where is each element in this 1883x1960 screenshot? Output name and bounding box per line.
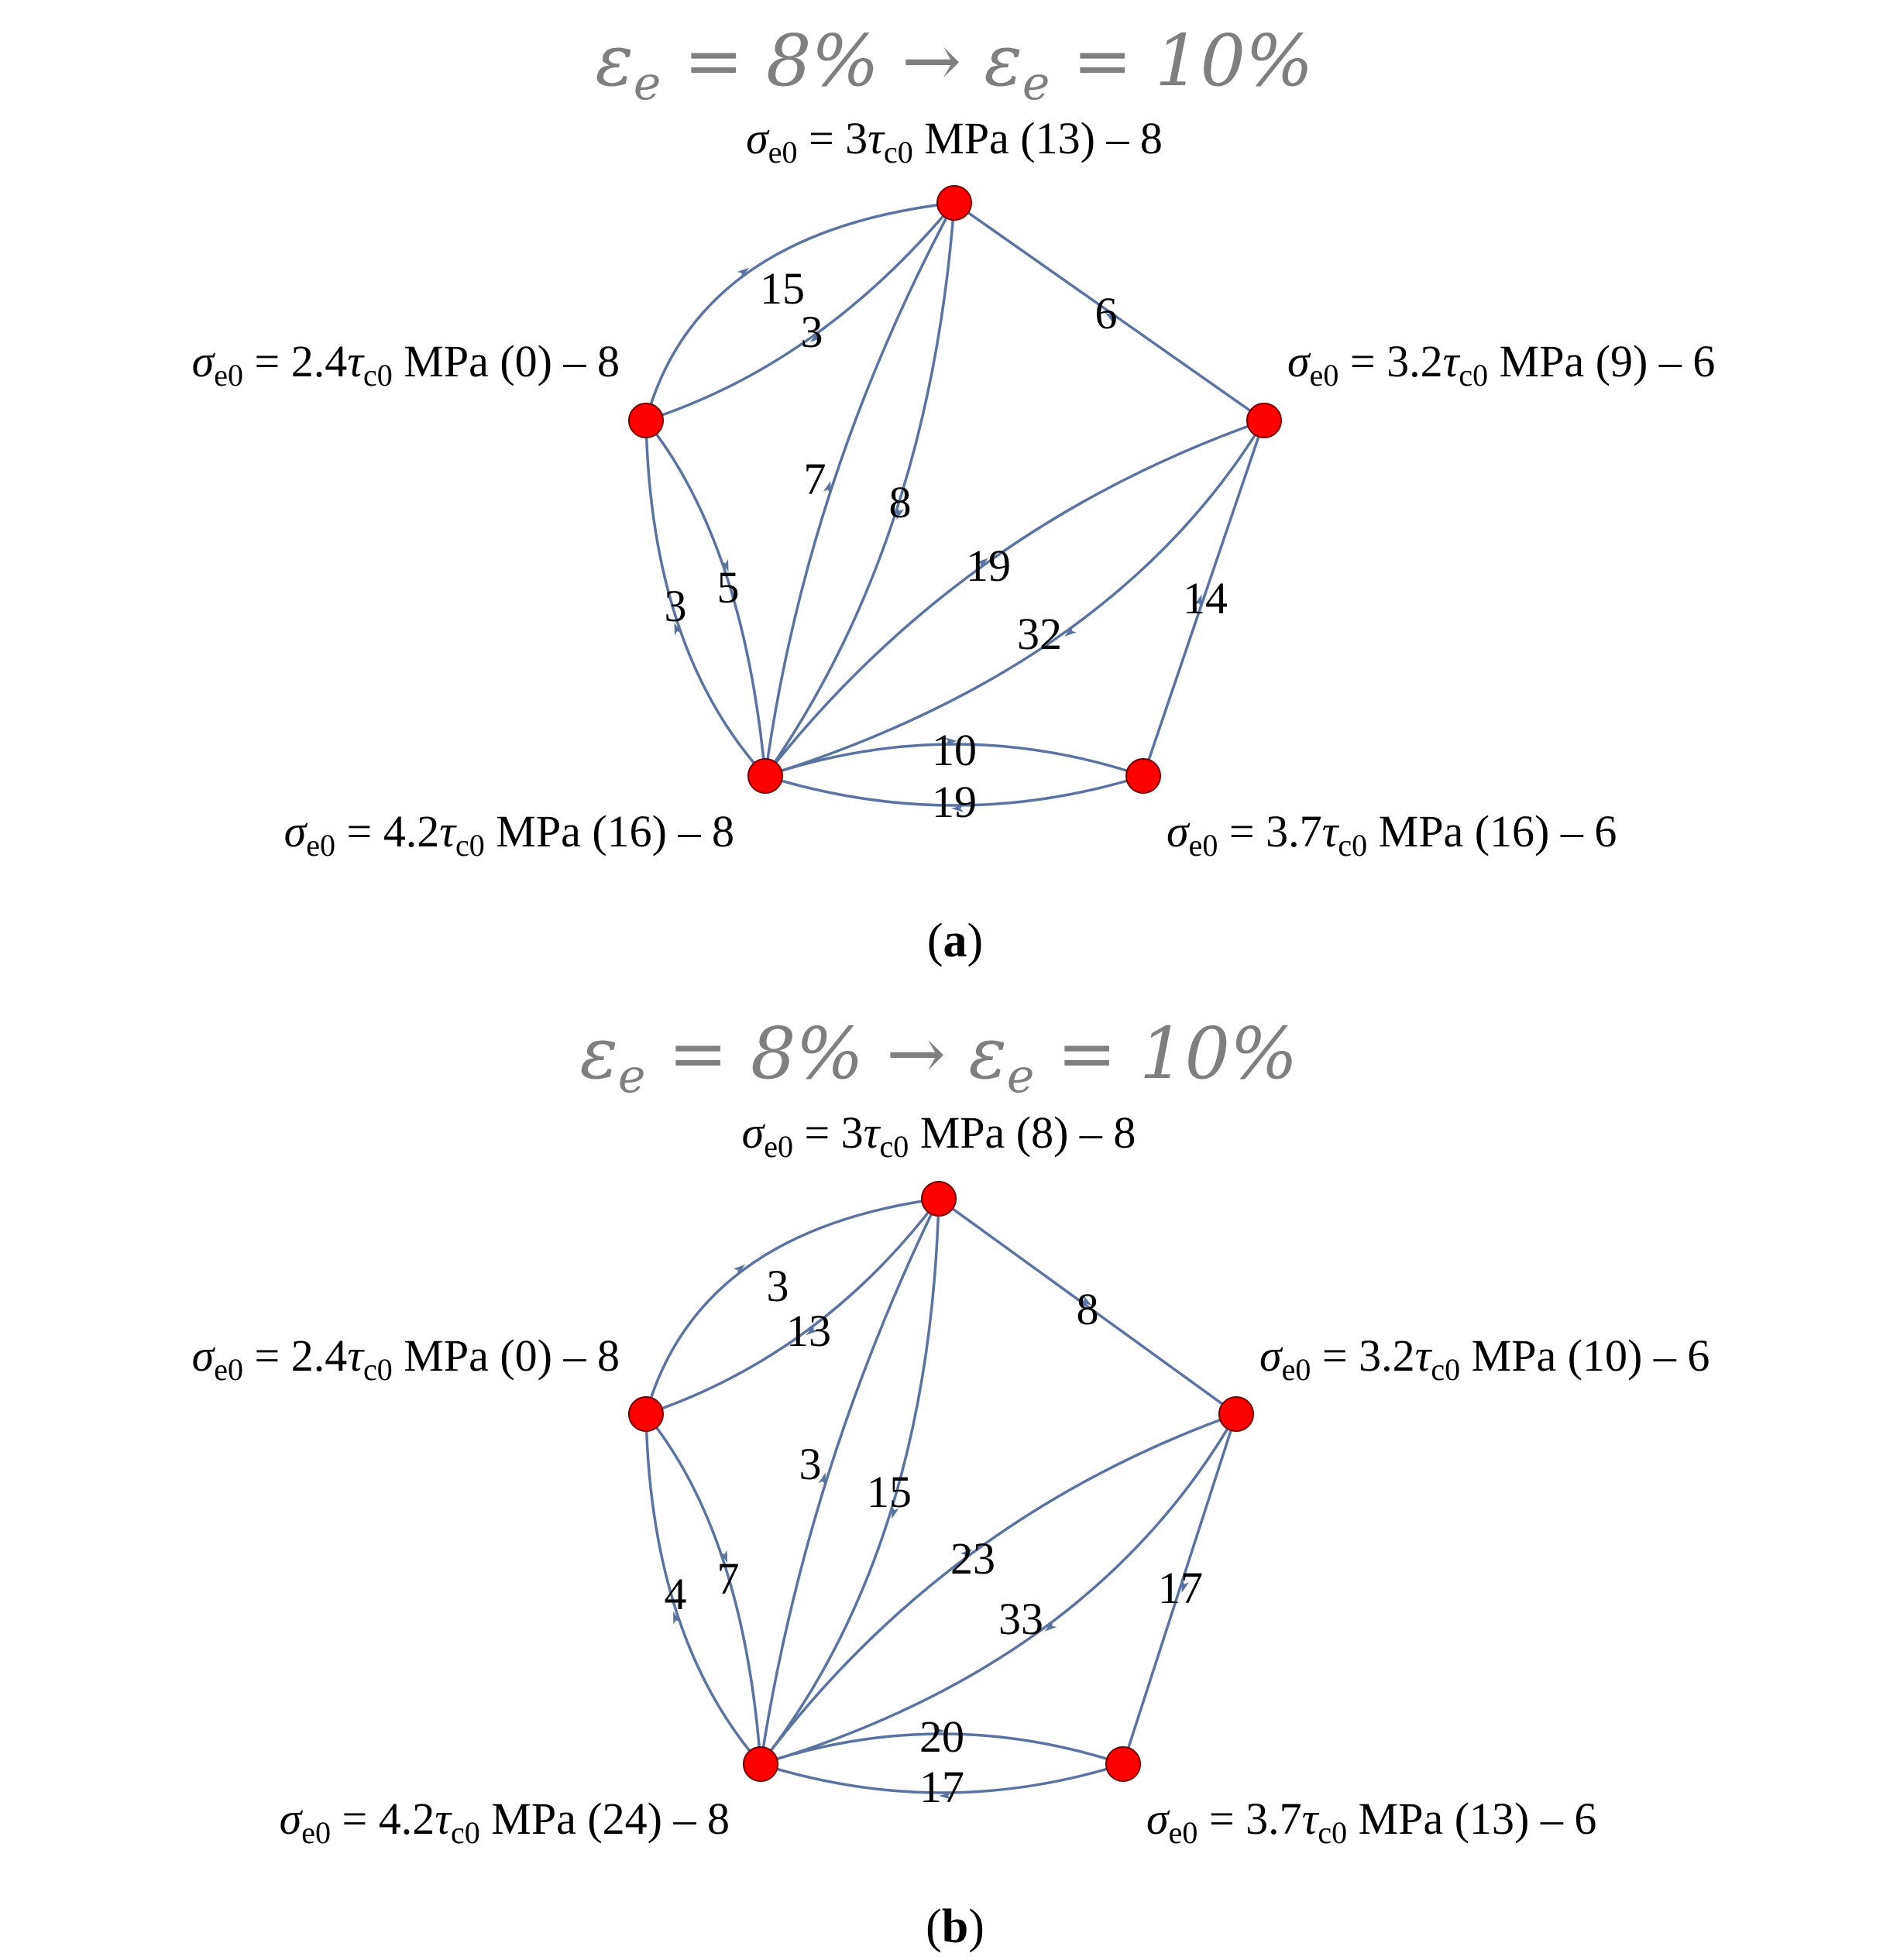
edge-bl-to-top: [764, 202, 956, 777]
edge-label-br-to-right: 14: [1183, 573, 1228, 623]
edge-bl-to-left: [644, 1413, 762, 1766]
edge-label-bl-to-left: 4: [665, 1569, 687, 1619]
edge-bl-to-right: [759, 1413, 1237, 1766]
edge-label-right-to-bl: 33: [998, 1594, 1043, 1644]
node-label-right: σe0 = 3.2τc0 MPa (10) – 6: [1259, 1330, 1709, 1387]
node-br: [1105, 1746, 1141, 1782]
edge-label-left-to-top: 3: [767, 1261, 789, 1311]
node-top: [921, 1181, 957, 1217]
edge-label-bl-to-right: 23: [950, 1533, 995, 1584]
edge-label-bl-to-left: 3: [665, 581, 687, 631]
edge-br-to-bl: [760, 1763, 1124, 1800]
edge-label-bl-to-right: 19: [966, 541, 1011, 591]
node-label-left: σe0 = 2.4τc0 MPa (0) – 8: [192, 1330, 620, 1387]
edge-label-top-to-bl: 8: [889, 477, 912, 527]
node-left: [628, 1396, 664, 1432]
edge-left-to-bl: [644, 1413, 762, 1765]
panel-a-caption: (a): [927, 915, 983, 967]
edge-label-bl-to-top: 3: [799, 1439, 822, 1489]
panel-a-title: εe = 8% → εe = 10%: [596, 19, 1314, 111]
node-label-br: σe0 = 3.7τc0 MPa (16) – 6: [1167, 806, 1617, 863]
edge-bl-to-br: [760, 1727, 1124, 1766]
edge-left-to-bl: [644, 419, 767, 777]
edge-label-left-to-bl: 7: [717, 1553, 740, 1604]
node-bl: [743, 1746, 778, 1782]
edge-label-top-to-left: 13: [786, 1306, 831, 1356]
edge-label-br-to-bl: 17: [919, 1762, 964, 1812]
panel-a-nodes: [628, 185, 1282, 794]
edge-bl-to-right: [764, 419, 1265, 777]
edge-left-to-top: [644, 1197, 940, 1415]
panel-b-caption: (b): [926, 1900, 984, 1953]
node-label-bl: σe0 = 4.2τc0 MPa (24) – 8: [280, 1794, 730, 1850]
node-right: [1218, 1396, 1254, 1432]
node-top: [936, 185, 972, 221]
edge-top-to-left: [645, 1197, 940, 1416]
node-label-bl: σe0 = 4.2τc0 MPa (16) – 8: [284, 806, 734, 863]
edge-bl-to-br: [765, 737, 1144, 777]
edge-label-bl-to-br: 10: [932, 725, 977, 775]
panel-b-edges: [644, 1197, 1238, 1800]
edge-label-right-to-top: 6: [1095, 288, 1118, 338]
edge-top-to-right: [937, 1197, 1238, 1416]
edge-label-top-to-bl: 15: [867, 1467, 912, 1517]
edge-right-to-bl: [765, 420, 1266, 777]
node-right: [1246, 403, 1282, 438]
node-label-top: σe0 = 3τc0 MPa (13) – 8: [746, 113, 1163, 170]
edge-label-bl-to-top: 7: [804, 454, 826, 504]
edge-label-right-to-bl: 32: [1017, 609, 1062, 659]
node-label-top: σe0 = 3τc0 MPa (8) – 8: [742, 1107, 1136, 1164]
edge-top-to-bl: [759, 1198, 940, 1766]
edge-label-bl-to-br: 20: [919, 1711, 964, 1762]
edge-bl-to-left: [644, 420, 767, 777]
edge-label-br-to-bl: 19: [932, 777, 977, 827]
node-bl: [747, 758, 783, 794]
edge-right-to-br: [1122, 1413, 1238, 1765]
edge-right-to-bl: [760, 1413, 1238, 1766]
edge-label-left-to-top: 15: [760, 263, 805, 314]
edge-right-to-top: [953, 201, 1266, 422]
edge-top-to-left: [645, 201, 956, 422]
panel-a-edges: [644, 201, 1266, 812]
panel-b-node-labels: σe0 = 3τc0 MPa (8) – 8 σe0 = 2.4τc0 MPa (…: [192, 1107, 1710, 1850]
edge-br-to-bl: [765, 774, 1144, 812]
edge-bl-to-top: [759, 1198, 940, 1765]
node-left: [628, 403, 664, 438]
edge-left-to-top: [644, 201, 955, 421]
panel-b-nodes: [628, 1181, 1254, 1782]
node-label-left: σe0 = 2.4τc0 MPa (0) – 8: [192, 336, 620, 393]
edge-label-top-to-right: 8: [1077, 1284, 1099, 1334]
node-br: [1125, 758, 1161, 794]
panel-b-title: εe = 8% → εe = 10%: [580, 1012, 1298, 1104]
edge-label-right-to-br: 17: [1158, 1563, 1203, 1613]
edge-top-to-bl: [764, 202, 956, 777]
edge-label-left-to-bl: 5: [717, 562, 740, 613]
node-label-right: σe0 = 3.2τc0 MPa (9) – 6: [1287, 336, 1715, 393]
edge-label-top-to-left: 3: [801, 307, 823, 357]
node-label-br: σe0 = 3.7τc0 MPa (13) – 6: [1146, 1794, 1596, 1850]
edge-br-to-right: [1142, 420, 1266, 777]
panel-a-node-labels: σe0 = 3τc0 MPa (13) – 8 σe0 = 2.4τc0 MPa …: [192, 113, 1716, 863]
